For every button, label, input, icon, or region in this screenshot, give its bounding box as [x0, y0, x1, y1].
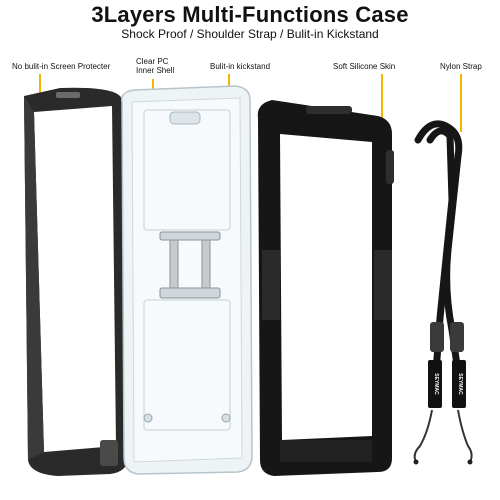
silicone-skin	[257, 100, 394, 476]
frame-cutout-top	[56, 92, 80, 98]
strap-buckle-right	[450, 322, 464, 352]
strap-brand-left: SEYMAC	[433, 373, 439, 395]
callout-clear-pc-shell: Clear PC Inner Shell	[136, 57, 174, 75]
pointer-line-silicone-skin	[381, 74, 383, 120]
pointer-line-nylon-strap	[460, 74, 462, 132]
page-title: 3Layers Multi-Functions Case	[91, 2, 409, 27]
nylon-strap: SEYMAC SEYMAC	[413, 120, 473, 465]
front-frame	[24, 87, 128, 476]
kickstand	[159, 231, 221, 299]
callout-clear-pc-line2: Inner Shell	[136, 66, 175, 75]
callout-screen-protector: No bulit-in Screen Protecter	[12, 62, 111, 71]
callout-clear-pc-line1: Clear PC	[136, 57, 169, 66]
strap-buckle-left	[430, 322, 444, 352]
frame-corner-bottom	[100, 440, 118, 466]
strap-brand-right: SEYMAC	[457, 373, 463, 395]
page-subtitle: Shock Proof / Shoulder Strap / Bulit-in …	[121, 27, 379, 41]
callout-nylon-strap: Nylon Strap	[440, 62, 482, 71]
callout-silicone-skin: Soft Silicone Skin	[333, 62, 396, 71]
callout-kickstand: Bulit-in kickstand	[210, 62, 271, 71]
clear-shell	[121, 85, 253, 475]
